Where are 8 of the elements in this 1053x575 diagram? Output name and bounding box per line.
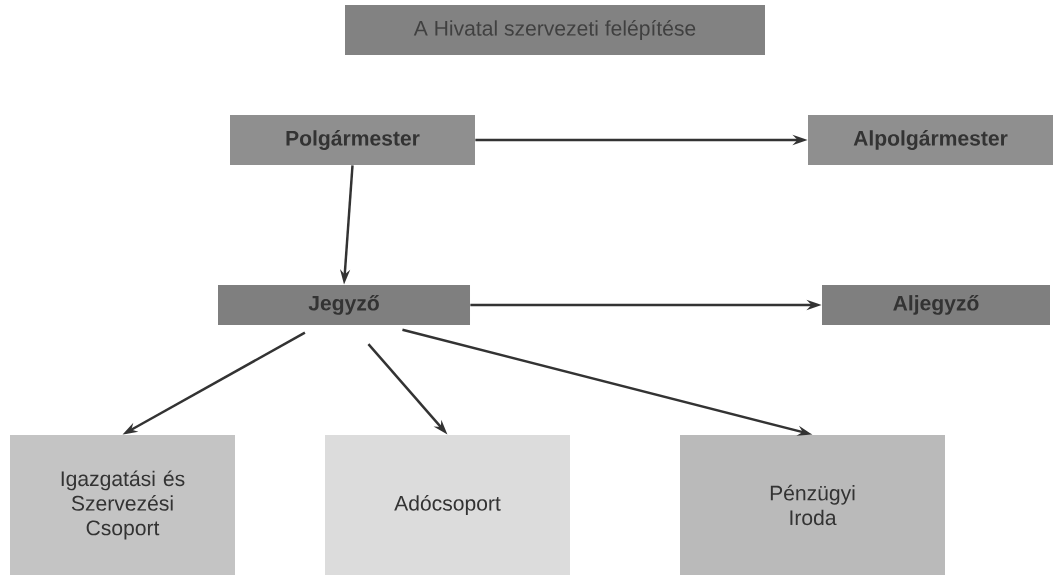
role-box: Alpolgármester bbox=[808, 115, 1053, 165]
role-box: Aljegyző bbox=[822, 285, 1050, 325]
unit-box: Adócsoport bbox=[325, 435, 570, 575]
unit-box: Pénzügyi Iroda bbox=[680, 435, 945, 575]
title-box: A Hivatal szervezeti felépítése bbox=[345, 5, 765, 55]
role-box: Polgármester bbox=[230, 115, 475, 165]
unit-box: Igazgatási és Szervezési Csoport bbox=[10, 435, 235, 575]
role-box: Jegyző bbox=[218, 285, 470, 325]
